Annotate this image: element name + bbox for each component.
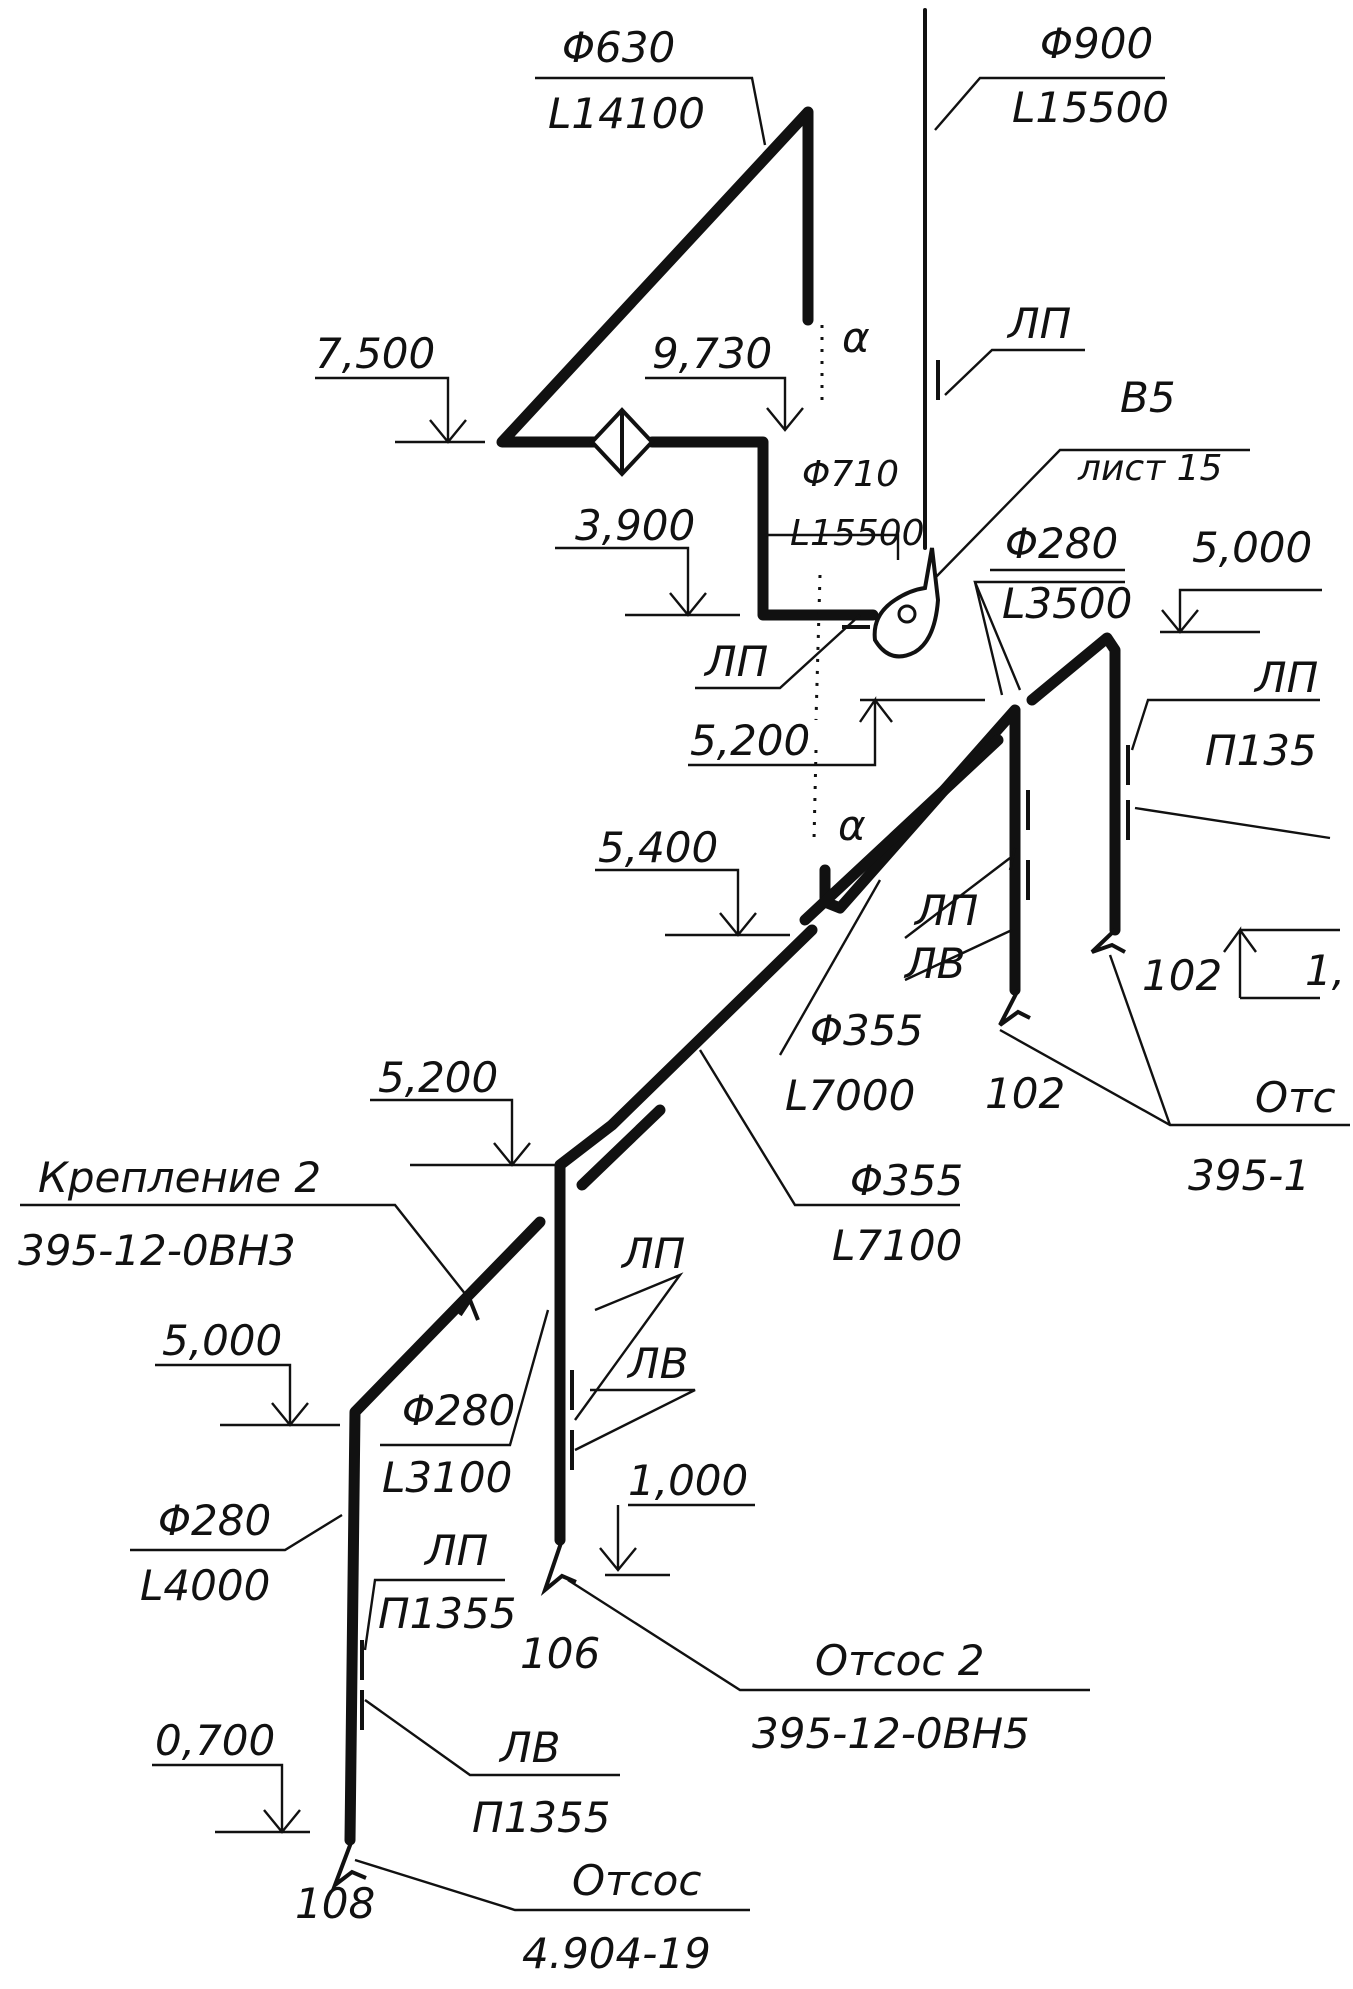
elevation-marker-1r xyxy=(1223,926,1340,1000)
label-lv3: ЛВ xyxy=(498,1723,560,1772)
duct-d355-mid-parallel xyxy=(576,1104,666,1191)
label-suction: Отсос xyxy=(572,1856,701,1905)
elevation-marker-3900 xyxy=(555,546,740,617)
elevation-1r: 1, xyxy=(1305,946,1345,995)
label-l7100: L7100 xyxy=(832,1221,962,1270)
elevation-marker-9730 xyxy=(645,376,804,432)
label-l3500: L3500 xyxy=(1002,579,1132,628)
valve-icon xyxy=(589,407,655,477)
duct-d710 xyxy=(646,436,879,621)
label-code-s2: 395-12-0ВН5 xyxy=(752,1709,1030,1758)
label-lp4: ЛП xyxy=(913,886,978,935)
fan-icon xyxy=(872,547,941,659)
elevation-7500: 7,500 xyxy=(315,329,435,378)
label-d710: Φ710 xyxy=(802,454,899,495)
label-node-108: 108 xyxy=(295,1879,375,1928)
label-d280c: Φ280 xyxy=(158,1496,271,1545)
elevation-5000b: 5,000 xyxy=(162,1316,282,1365)
label-code-mount: 395-12-0ВН3 xyxy=(18,1226,296,1275)
nozzle-108-icon xyxy=(330,1839,367,1891)
label-d280a: Φ280 xyxy=(1005,519,1118,568)
elevation-marker-7500 xyxy=(315,376,485,444)
label-mount2: Крепление 2 xyxy=(38,1153,321,1202)
label-code-s: 4.904-19 xyxy=(522,1929,711,1978)
label-lp2: ЛП xyxy=(703,637,768,686)
label-p1355a: П1355 xyxy=(378,1589,516,1638)
elevation-marker-0700 xyxy=(152,1763,310,1834)
elevation-labels: 7,500 9,730 3,900 5,000 5,200 5,400 5,20… xyxy=(155,329,1345,1765)
label-lv2: ЛВ xyxy=(626,1339,688,1388)
elevation-marker-5200b xyxy=(370,1098,555,1167)
label-lp6: ЛП xyxy=(423,1526,488,1575)
label-p1355b: П1355 xyxy=(472,1793,610,1842)
damper-marks xyxy=(360,360,1130,1730)
duct-d630 xyxy=(496,106,814,448)
label-alpha2: α xyxy=(838,801,866,850)
label-p1355c: П135 xyxy=(1205,726,1317,775)
elevation-marker-1000 xyxy=(599,1503,755,1577)
label-lp5: ЛП xyxy=(620,1229,685,1278)
label-l14100: L14100 xyxy=(548,89,705,138)
label-l4000: L4000 xyxy=(140,1561,270,1610)
elevation-marker-5200a xyxy=(688,696,985,767)
axis-a-a xyxy=(812,325,824,841)
elevation-1000: 1,000 xyxy=(628,1456,748,1505)
label-suction-right: Отс xyxy=(1255,1073,1336,1122)
label-sheet15: лист 15 xyxy=(1077,448,1222,489)
label-l7000: L7000 xyxy=(785,1071,915,1120)
duct-network xyxy=(344,8,1121,1846)
nozzle-106-icon xyxy=(540,1539,577,1597)
duct-d355-parallel xyxy=(799,734,1004,926)
elevation-markers xyxy=(152,376,1340,1834)
elevation-marker-5400 xyxy=(595,868,790,937)
elevation-9730: 9,730 xyxy=(652,329,772,378)
nozzle-102b-icon xyxy=(1090,928,1126,954)
label-code-right: 395-1 xyxy=(1188,1151,1310,1200)
elevation-0700: 0,700 xyxy=(155,1716,275,1765)
label-l3100: L3100 xyxy=(382,1453,512,1502)
label-d280b: Φ280 xyxy=(402,1386,515,1435)
label-b5: B5 xyxy=(1120,373,1176,422)
leader-lines xyxy=(20,76,1350,1912)
label-d355a: Φ355 xyxy=(810,1006,923,1055)
label-d355b: Φ355 xyxy=(850,1156,963,1205)
label-lv1: ЛВ xyxy=(903,939,965,988)
elevation-5400: 5,400 xyxy=(598,823,718,872)
label-l15500b: L15500 xyxy=(790,513,925,554)
elevation-5000a: 5,000 xyxy=(1192,523,1312,572)
duct-d355-mid xyxy=(554,924,818,1546)
duct-d280-right xyxy=(1026,632,1121,936)
label-suction2: Отсос 2 xyxy=(815,1636,984,1685)
elevation-3900: 3,900 xyxy=(575,501,695,550)
elevation-5200b: 5,200 xyxy=(378,1053,498,1102)
duct-d355-top xyxy=(819,704,1021,996)
label-l15500a: L15500 xyxy=(1012,83,1169,132)
label-node-102b: 102 xyxy=(1142,951,1222,1000)
labels: Φ630 L14100 Φ900 L15500 ЛП B5 лист 15 Φ7… xyxy=(18,19,1336,1978)
elevation-marker-5000b xyxy=(155,1363,340,1427)
nozzle-102a-icon xyxy=(998,989,1031,1027)
label-lp1: ЛП xyxy=(1006,299,1071,348)
label-alpha1: α xyxy=(842,313,870,362)
elevation-marker-5000a xyxy=(1160,588,1322,634)
label-node-102a: 102 xyxy=(985,1069,1065,1118)
label-lp3: ЛП xyxy=(1253,653,1318,702)
label-d630: Φ630 xyxy=(562,23,675,72)
duct-d280-left xyxy=(344,1216,546,1846)
label-d900: Φ900 xyxy=(1040,19,1153,68)
elevation-5200a: 5,200 xyxy=(690,716,810,765)
suction-nozzles xyxy=(330,928,1126,1891)
label-node-106: 106 xyxy=(520,1629,600,1678)
